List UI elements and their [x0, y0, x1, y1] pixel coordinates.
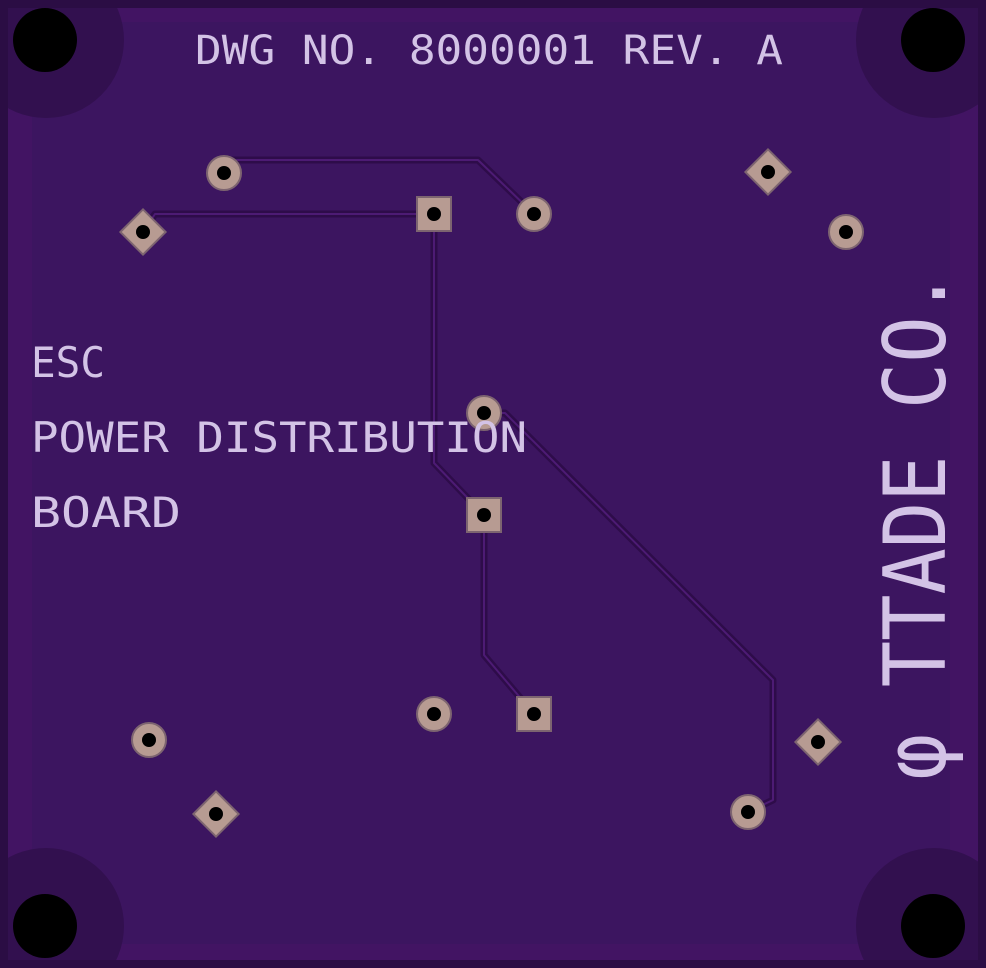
- drill-holes: [136, 165, 853, 821]
- mounting-hole-icon: [901, 894, 965, 958]
- board-title-line2: POWER DISTRIBUTION: [31, 413, 527, 462]
- board-title-line3: BOARD: [31, 488, 181, 537]
- brand-logo-text: φ TTADE CO.: [866, 270, 966, 780]
- drawing-number: DWG NO. 8000001 REV. A: [195, 28, 783, 74]
- mounting-hole-icon: [13, 894, 77, 958]
- mounting-hole-icon: [901, 8, 965, 72]
- mounting-holes: [13, 8, 965, 958]
- copper-pour: [32, 22, 950, 944]
- mounting-hole-icon: [13, 8, 77, 72]
- board-title-line1: ESC: [31, 338, 105, 387]
